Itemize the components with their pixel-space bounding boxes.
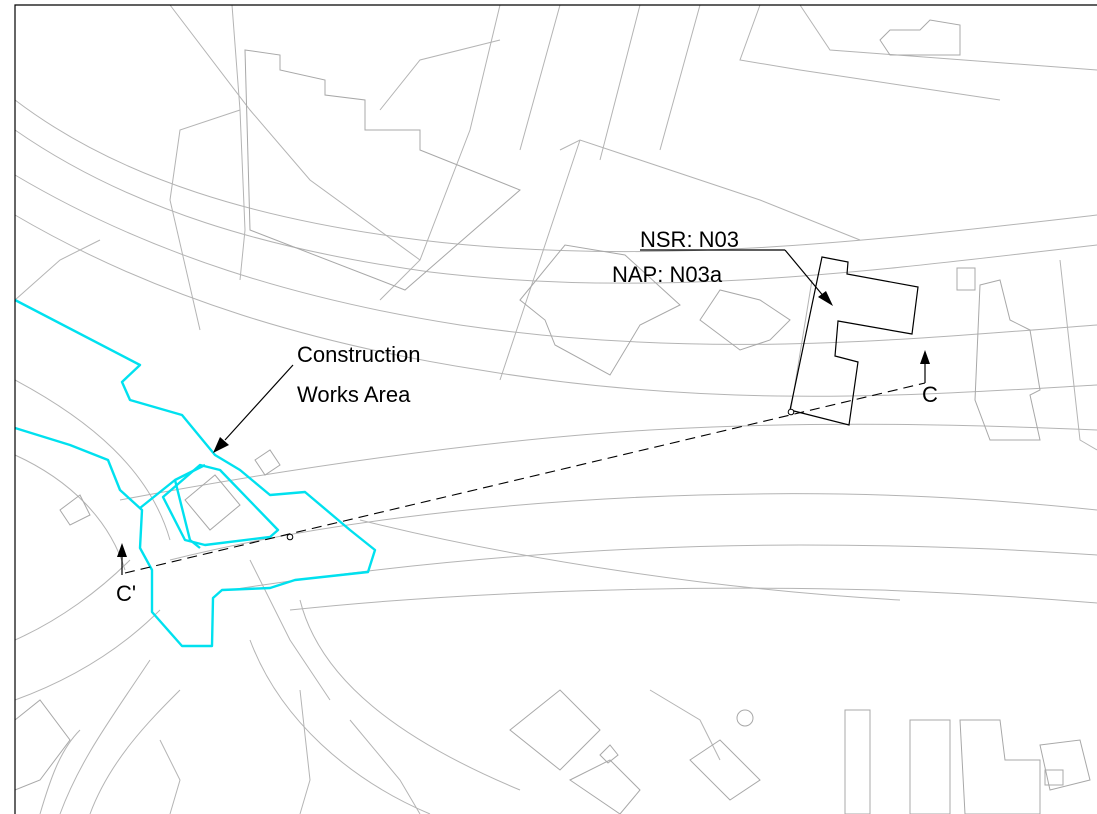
nap-label: NAP: N03a	[612, 262, 723, 287]
receptor-building-n03	[789, 256, 919, 426]
basemap-roads	[14, 99, 1097, 814]
basemap-buildings	[14, 19, 1091, 814]
section-c-prime-label: C'	[116, 581, 136, 606]
leader-arrows	[213, 249, 833, 453]
section-c-label: C	[922, 382, 938, 407]
nsr-label: NSR: N03	[640, 227, 739, 252]
construction-label-line1: Construction	[297, 342, 421, 367]
construction-label-line2: Works Area	[297, 382, 411, 407]
section-line-c	[117, 350, 930, 575]
basemap-plots	[14, 4, 1097, 814]
drawing-frame	[14, 4, 1097, 814]
construction-works-area	[14, 298, 377, 648]
